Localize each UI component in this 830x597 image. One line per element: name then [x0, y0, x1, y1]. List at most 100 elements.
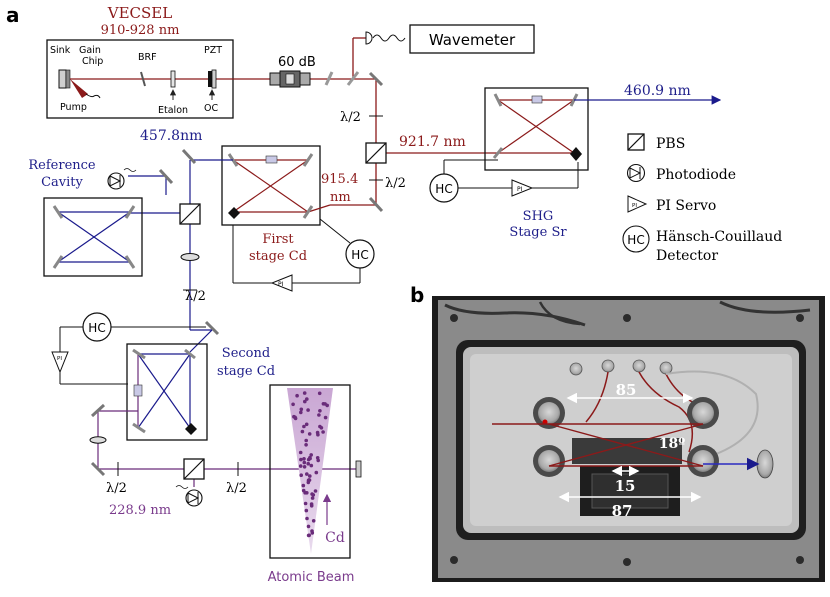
wavelength-460: 460.9 nm: [624, 83, 691, 99]
atom-dot: [310, 529, 314, 533]
pump-beam: [70, 79, 88, 98]
gain-chip: [65, 69, 71, 89]
gain-label-1: Gain: [79, 45, 101, 56]
atom-dot: [318, 409, 322, 413]
etalon-element: [170, 70, 176, 88]
brf-element: [140, 71, 146, 87]
shg-label-1: SHG: [523, 209, 554, 224]
atom-dot: [309, 463, 314, 468]
half-wave-label: λ/2: [226, 481, 247, 496]
panel-label-a: a: [6, 3, 20, 27]
pump-label: Pump: [60, 102, 87, 113]
photo-dimension-15: 15: [615, 477, 636, 495]
atom-dot: [318, 424, 322, 429]
atom-dot: [302, 457, 306, 461]
atom-dot: [303, 501, 308, 506]
half-wave-label: λ/2: [185, 289, 206, 304]
atom-dot: [305, 516, 309, 521]
svg-text:PI: PI: [632, 203, 637, 209]
svg-text:HC: HC: [627, 233, 644, 247]
svg-text:HC: HC: [351, 248, 368, 262]
atom-dot: [292, 414, 296, 419]
atom-dot: [304, 438, 309, 443]
atom-dot: [305, 472, 309, 476]
atom-dot: [306, 408, 310, 412]
shg-cavity: [484, 87, 722, 171]
photo-cavity: [432, 296, 825, 582]
atom-dot: [300, 429, 305, 434]
vecsel-title: VECSEL: [107, 4, 172, 22]
mirror: [324, 71, 334, 86]
mirror: [368, 196, 384, 213]
atom-dot: [302, 424, 306, 429]
ref-cavity-label-2: Cavity: [41, 175, 83, 190]
atomic-beam-label: Atomic Beam: [268, 570, 355, 585]
atom-dot: [311, 493, 316, 497]
brf-label: BRF: [138, 52, 157, 63]
pzt-element: [208, 71, 212, 87]
atom-dot: [298, 450, 303, 455]
atom-dot: [316, 458, 321, 463]
lens: [89, 436, 107, 444]
etalon-label: Etalon: [158, 105, 188, 116]
ref-photodiode: [107, 168, 137, 190]
wavelength-228: 228.9 nm: [109, 503, 171, 518]
pzt-label: PZT: [204, 45, 222, 56]
heat-sink: [58, 69, 67, 89]
vecsel-laser: VECSEL 910-928 nm Sink Gain Chip BRF PZT…: [46, 4, 236, 119]
first-stage-label-2: stage Cd: [249, 249, 307, 264]
atom-dot: [306, 457, 311, 462]
atom-dot: [317, 391, 322, 396]
legend-hc-line1: Hänsch-Couillaud: [656, 229, 782, 245]
atom-dot: [304, 443, 308, 447]
atom-dot: [325, 403, 330, 408]
atom-dot: [298, 464, 303, 468]
pump-fiber: [85, 93, 101, 99]
atom-dot: [303, 399, 307, 404]
legend: PBS Photodiode PI PI Servo HC Hänsch-Cou…: [622, 133, 782, 264]
legend-hc-line2: Detector: [656, 248, 718, 264]
photo-dimension-85: 85: [616, 381, 637, 399]
atom-dot: [299, 410, 303, 415]
uv-photodiode: [175, 485, 203, 507]
mirror: [346, 71, 360, 86]
atom-dot: [304, 422, 309, 427]
wavelength-915-b: nm: [330, 190, 351, 205]
photo-angle-18: 18º: [659, 436, 685, 452]
wavemeter-label: Wavemeter: [429, 31, 516, 49]
atom-dot: [317, 413, 321, 417]
pbs-cube: [365, 142, 387, 164]
atom-dot: [291, 402, 295, 407]
mirror: [368, 71, 384, 87]
half-wave-label: λ/2: [106, 481, 127, 496]
photo-dimension-87: 87: [612, 502, 633, 520]
atom-dot: [302, 465, 307, 469]
atom-dot: [308, 474, 312, 478]
atom-dot: [310, 496, 315, 500]
atom-dot: [307, 478, 312, 482]
blue-beam-path: [128, 159, 199, 330]
shg-servo-loop: HC PI: [429, 159, 579, 203]
second-stage-label-1: Second: [222, 346, 270, 361]
atom-dot: [313, 489, 318, 493]
optical-isolator: 60 dB: [269, 55, 316, 88]
svg-text:PI: PI: [517, 186, 523, 193]
hc-detector-icon: [622, 225, 650, 253]
ref-cavity-label-1: Reference: [28, 158, 96, 173]
wavelength-921: 921.7 nm: [399, 134, 466, 150]
atom-dot: [304, 508, 309, 513]
sink-label: Sink: [50, 45, 71, 56]
wavemeter: Wavemeter: [365, 24, 535, 54]
svg-text:PI: PI: [278, 281, 284, 288]
atom-dot: [323, 415, 328, 420]
mirror: [204, 320, 220, 336]
legend-photodiode: Photodiode: [656, 167, 736, 183]
mirror: [158, 168, 174, 185]
first-stage-servo-loop: HC PI: [232, 218, 375, 292]
atomic-beam: [269, 384, 351, 559]
first-stage-cavity: [199, 145, 331, 226]
isolator-label: 60 dB: [278, 55, 316, 70]
atom-dot: [299, 473, 304, 478]
panel-label-b: b: [410, 283, 424, 307]
